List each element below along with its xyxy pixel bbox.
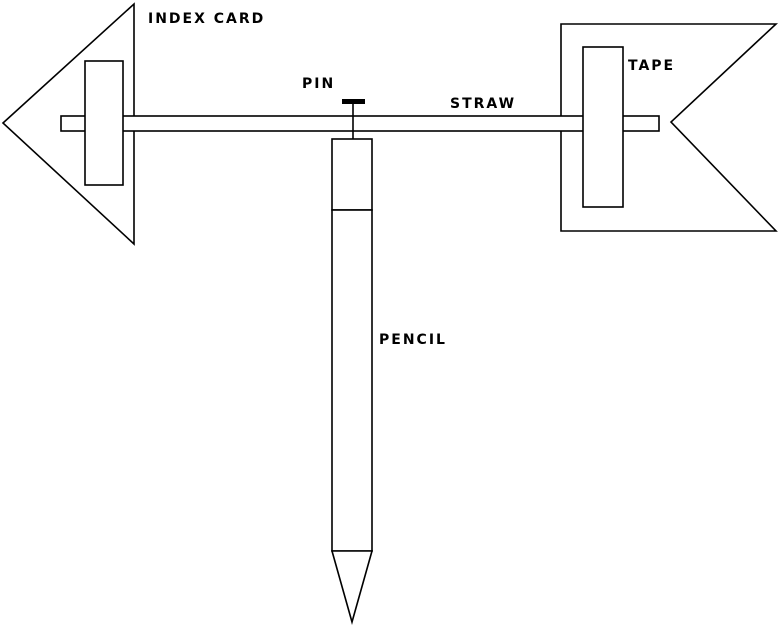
pencil-tip [330, 550, 374, 625]
label-tape: TAPE [628, 58, 675, 74]
label-index-card: INDEX CARD [148, 11, 265, 27]
pin-head [342, 99, 365, 104]
tape-right [582, 46, 624, 208]
straw [60, 115, 660, 132]
label-straw: STRAW [450, 96, 516, 112]
pencil-eraser [331, 138, 373, 211]
label-pencil: PENCIL [379, 332, 447, 348]
tape-left [84, 60, 124, 186]
pencil-body [331, 209, 373, 552]
label-pin: PIN [302, 76, 335, 92]
